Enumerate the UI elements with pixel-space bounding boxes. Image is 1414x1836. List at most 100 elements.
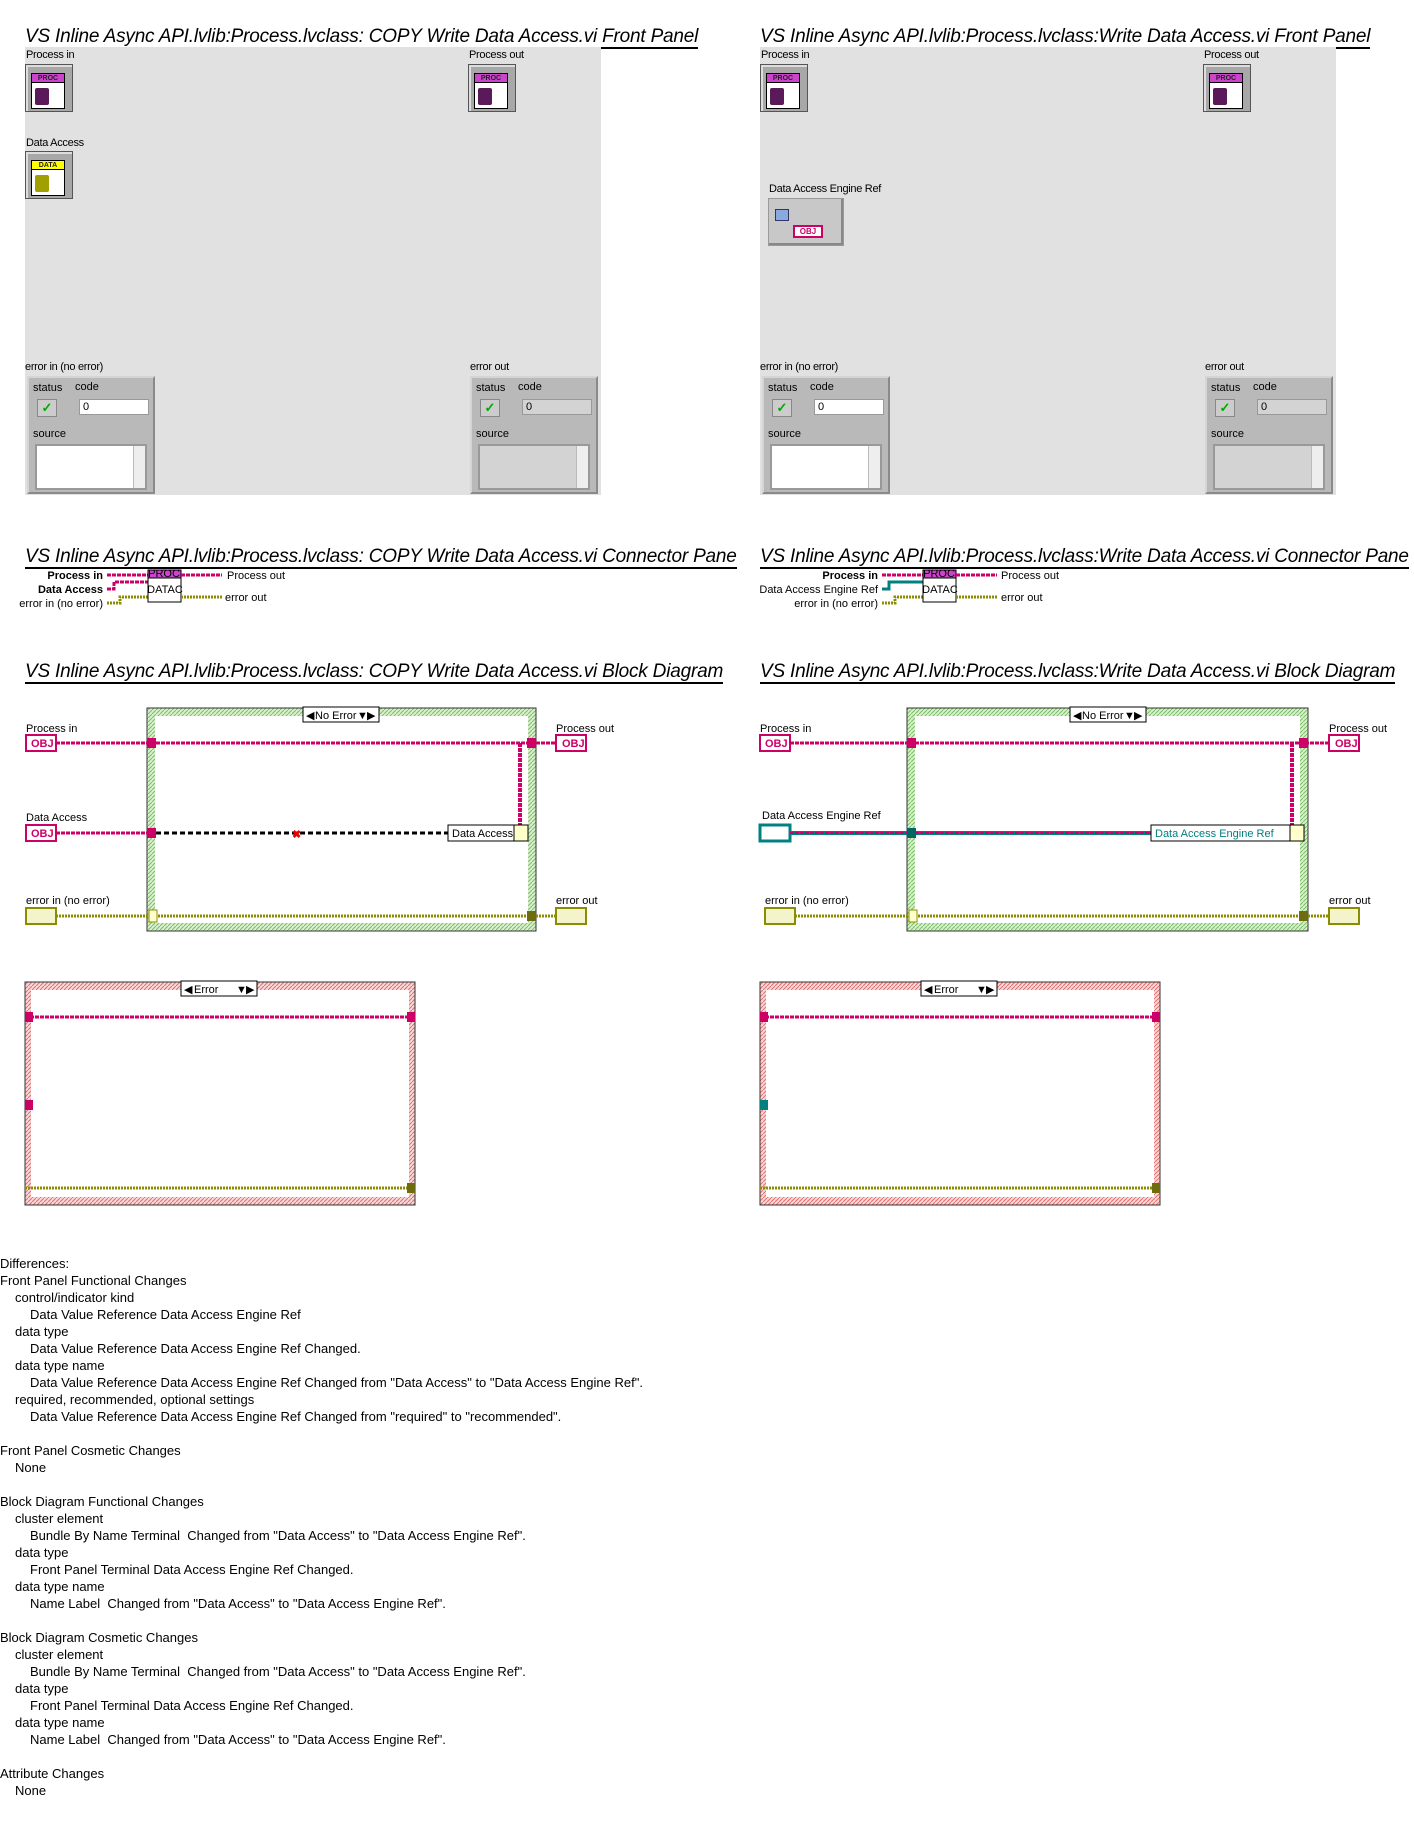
difference-line: cluster element — [15, 1511, 104, 1526]
class-cube-icon — [770, 88, 784, 105]
status-label: status — [768, 382, 798, 394]
decrement-arrow-icon[interactable]: ◀ — [1073, 710, 1082, 722]
error-in-terminal[interactable] — [25, 907, 57, 925]
tunnel — [760, 1100, 768, 1110]
right-front-panel: Process in PROC Process out PROC Data Ac… — [760, 47, 1336, 495]
process-in-control[interactable]: PROC — [760, 64, 808, 112]
case-selector[interactable] — [302, 706, 380, 723]
difference-line: Data Value Reference Data Access Engine … — [30, 1409, 562, 1424]
difference-line: Front Panel Functional Changes — [0, 1273, 187, 1288]
scrollbar[interactable] — [868, 446, 880, 488]
bundle-node-icon — [1289, 824, 1305, 842]
process-out-terminal[interactable] — [555, 734, 587, 752]
error-out-label: error out — [1205, 361, 1244, 373]
error-in-terminal-label: error in (no error) — [765, 895, 849, 907]
source-input[interactable] — [35, 444, 147, 490]
process-in-control[interactable]: PROC — [25, 64, 73, 112]
case-structure-interior — [766, 990, 1154, 1197]
case-structure-interior — [915, 716, 1300, 923]
process-in-terminal-label: Process in — [760, 723, 811, 735]
difference-line: Name Label Changed from "Data Access" to… — [30, 1732, 446, 1747]
process-out-label: Process out — [1204, 49, 1259, 61]
proc-tag: PROC — [767, 74, 799, 83]
increment-arrow-icon[interactable]: ▶ — [1134, 710, 1143, 722]
process-in-label: Process in — [26, 49, 75, 61]
difference-line: data type — [15, 1545, 69, 1560]
case-selector[interactable] — [1069, 706, 1147, 723]
case-selector-label: Error — [934, 984, 959, 996]
left-front-panel: Process in PROC Process out PROC Data Ac… — [25, 47, 601, 495]
increment-arrow-icon[interactable]: ▶ — [246, 984, 255, 996]
difference-line: required, recommended, optional settings — [15, 1392, 255, 1407]
cp-process-out-label: Process out — [1001, 570, 1059, 582]
class-cube-icon — [478, 88, 492, 105]
code-label: code — [518, 381, 542, 393]
decrement-arrow-icon[interactable]: ◀ — [924, 984, 933, 996]
data-access-label: Data Access — [26, 137, 84, 149]
error-out-terminal-label: error out — [556, 895, 598, 907]
tunnel — [25, 1100, 33, 1110]
cp-error-in-label: error in (no error) — [794, 598, 878, 610]
error-in-cluster[interactable]: status code ✓ 0 source — [27, 376, 155, 494]
increment-arrow-icon[interactable]: ▶ — [367, 710, 376, 722]
case-selector-terminal — [908, 909, 918, 923]
error-out-terminal-label: error out — [1329, 895, 1371, 907]
tunnel — [407, 1183, 415, 1193]
bundle-node-icon — [513, 824, 529, 842]
status-checkbox[interactable]: ✓ — [37, 399, 57, 417]
cp-error-out-label: error out — [1001, 592, 1043, 604]
case-selector-label: Error — [194, 984, 219, 996]
dropdown-arrow-icon[interactable]: ▼ — [976, 984, 987, 996]
code-input[interactable]: 0 — [814, 399, 884, 415]
difference-line — [0, 1476, 643, 1493]
error-out-cluster: status code ✓ 0 source — [470, 376, 598, 494]
vi-icon-tag: PROC — [923, 568, 955, 580]
cp-process-in-label: Process in — [47, 570, 103, 582]
code-input[interactable]: 0 — [79, 399, 149, 415]
scrollbar[interactable] — [576, 446, 588, 488]
process-out-indicator[interactable]: PROC — [1203, 64, 1251, 112]
data-access-control[interactable]: DATA — [25, 151, 73, 199]
left-block-diagram-title: VS Inline Async API.lvlib:Process.lvclas… — [25, 661, 724, 684]
code-label: code — [810, 381, 834, 393]
difference-line: data type — [15, 1324, 69, 1339]
decrement-arrow-icon[interactable]: ◀ — [306, 710, 315, 722]
right-block-diagram: No Error ◀ ▶ ▼ Process in OBJ Process ou… — [758, 706, 1387, 1206]
process-out-label: Process out — [469, 49, 524, 61]
decrement-arrow-icon[interactable]: ◀ — [184, 984, 193, 996]
dropdown-arrow-icon[interactable]: ▼ — [1124, 710, 1135, 722]
status-checkbox[interactable]: ✓ — [772, 399, 792, 417]
case-structure-interior — [31, 990, 409, 1197]
error-in-cluster[interactable]: status code ✓ 0 source — [762, 376, 890, 494]
tunnel — [407, 1012, 415, 1022]
scrollbar[interactable] — [1311, 446, 1323, 488]
class-cube-icon — [1213, 88, 1227, 105]
tunnel — [25, 1012, 33, 1022]
error-out-terminal[interactable] — [1328, 907, 1360, 925]
status-label: status — [33, 382, 63, 394]
case-selector[interactable] — [180, 980, 258, 997]
wire — [882, 580, 923, 591]
class-cube-icon — [35, 88, 49, 105]
dropdown-arrow-icon[interactable]: ▼ — [236, 984, 247, 996]
difference-line: Differences: — [0, 1256, 70, 1271]
class-cube-icon — [35, 175, 49, 192]
data-access-engine-ref-control[interactable]: OBJ — [768, 198, 844, 246]
right-front-panel-title: VS Inline Async API.lvlib:Process.lvclas… — [760, 26, 1371, 49]
refnum-icon — [775, 209, 789, 221]
error-in-terminal[interactable] — [764, 907, 796, 925]
source-input[interactable] — [770, 444, 882, 490]
increment-arrow-icon[interactable]: ▶ — [986, 984, 995, 996]
wire — [107, 595, 148, 605]
difference-line: data type name — [15, 1715, 105, 1730]
difference-line — [0, 1612, 643, 1629]
process-out-indicator[interactable]: PROC — [468, 64, 516, 112]
scrollbar[interactable] — [133, 446, 145, 488]
status-indicator: ✓ — [480, 399, 500, 417]
process-out-terminal[interactable] — [1328, 734, 1360, 752]
data-access-engine-ref-terminal[interactable] — [758, 823, 792, 843]
error-out-terminal[interactable] — [555, 907, 587, 925]
dropdown-arrow-icon[interactable]: ▼ — [357, 710, 368, 722]
case-selector[interactable] — [920, 980, 998, 997]
cp-process-out-label: Process out — [227, 570, 285, 582]
